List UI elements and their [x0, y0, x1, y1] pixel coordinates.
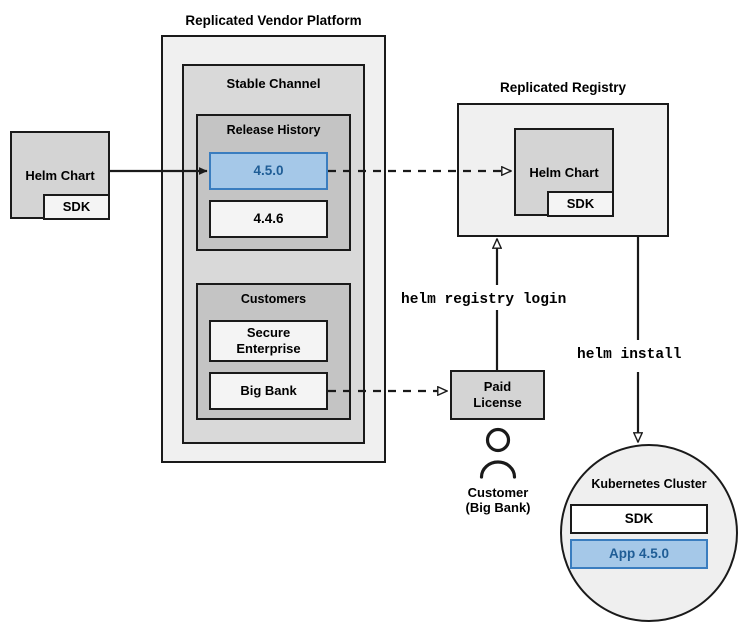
registry-helm-chart-label: Helm Chart [529, 165, 599, 180]
cluster-component-sdk: SDK [570, 504, 708, 534]
customer-item-secure-enterprise[interactable]: Secure Enterprise [209, 320, 328, 362]
source-helm-chart-sdk: SDK [43, 194, 110, 220]
kubernetes-cluster-label: Kubernetes Cluster [591, 477, 707, 491]
registry-helm-chart-sdk: SDK [547, 191, 614, 217]
cluster-component-app: App 4.5.0 [570, 539, 708, 569]
customer-caption: Customer (Big Bank) [465, 485, 531, 516]
registry-title: Replicated Registry [499, 80, 627, 95]
release-item-4-5-0[interactable]: 4.5.0 [209, 152, 328, 190]
source-helm-chart-label: Helm Chart [25, 168, 95, 183]
customer-item-big-bank[interactable]: Big Bank [209, 372, 328, 410]
command-registry-login: helm registry login [401, 292, 567, 308]
vendor-platform-title: Replicated Vendor Platform [185, 13, 362, 28]
release-history-label: Release History [226, 123, 321, 137]
stable-channel-label: Stable Channel [226, 76, 321, 91]
command-helm-install: helm install [577, 347, 682, 363]
release-item-4-4-6[interactable]: 4.4.6 [209, 200, 328, 238]
paid-license-label: Paid License [473, 379, 522, 410]
customers-label: Customers [240, 292, 307, 306]
person-icon [479, 427, 517, 479]
customer-item-label: Secure Enterprise [236, 325, 301, 356]
paid-license-box: Paid License [450, 370, 545, 420]
